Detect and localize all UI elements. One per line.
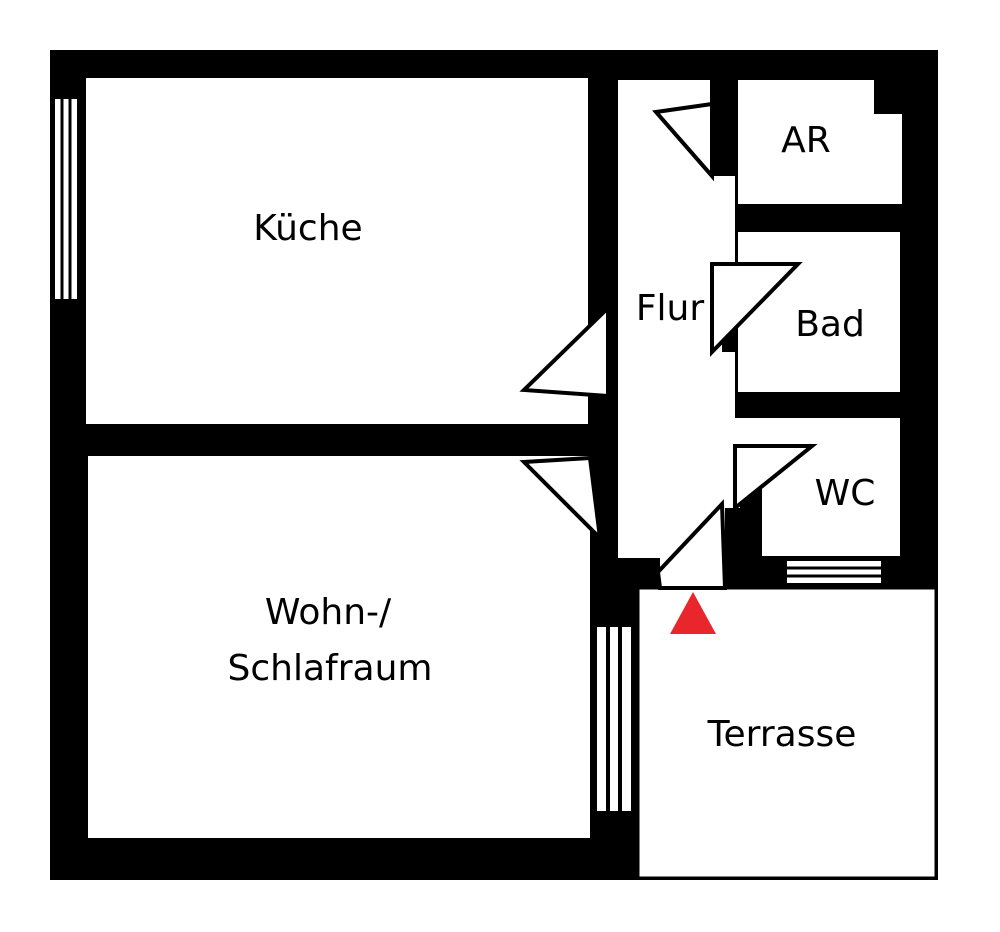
label-kueche: Küche bbox=[253, 208, 362, 249]
triangle-up-icon bbox=[670, 592, 716, 634]
label-ar: AR bbox=[781, 120, 831, 161]
door-entrance bbox=[655, 499, 728, 590]
window-wohn bbox=[595, 625, 633, 813]
label-terrasse: Terrasse bbox=[707, 714, 857, 755]
label-wc: WC bbox=[815, 473, 876, 514]
room-bad bbox=[738, 232, 900, 392]
label-wohn-line1: Wohn-/ bbox=[265, 592, 392, 633]
window-wc bbox=[785, 559, 883, 585]
terrace-area bbox=[636, 586, 938, 880]
window-kueche bbox=[53, 97, 79, 301]
room-ar bbox=[738, 80, 902, 204]
door-wohn bbox=[519, 455, 603, 544]
room-kueche bbox=[86, 78, 588, 424]
door-wc bbox=[733, 444, 818, 513]
room-flur bbox=[618, 80, 740, 588]
label-bad: Bad bbox=[795, 304, 865, 345]
door-kueche bbox=[519, 303, 610, 399]
room-wohn-schlafraum bbox=[88, 456, 590, 838]
label-flur: Flur bbox=[636, 288, 705, 329]
door-ar bbox=[652, 101, 714, 182]
door-bad bbox=[710, 262, 803, 357]
label-wohn-line2: Schlafraum bbox=[228, 648, 433, 689]
